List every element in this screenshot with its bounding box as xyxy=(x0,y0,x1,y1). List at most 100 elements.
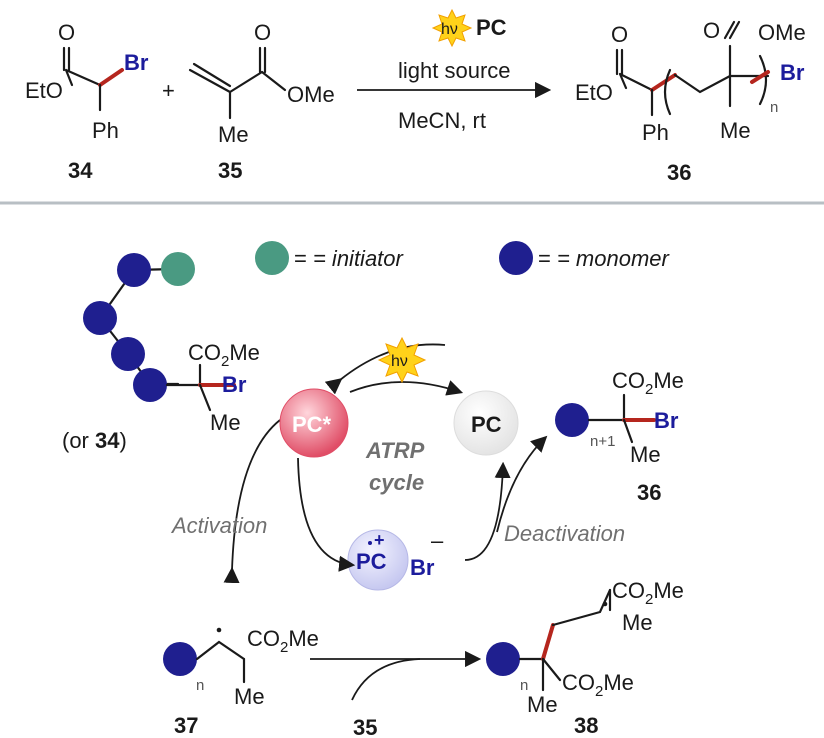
monomer-legend-label: = = monomer xyxy=(538,246,671,271)
light-label: hν xyxy=(441,21,458,38)
chain-links xyxy=(98,267,180,386)
radical38-methyl-top: Me xyxy=(622,610,653,635)
deactivation-arrow xyxy=(464,461,511,561)
product-carbonyl-o-right: O xyxy=(703,18,720,43)
monomer-bead xyxy=(486,642,520,676)
reactant2-chain xyxy=(228,70,264,120)
radical-dot xyxy=(368,541,372,545)
atrp-cycle: hν PC* PC ATRP cycle PC + Br – Activatio… xyxy=(170,336,625,591)
light-sun-icon xyxy=(431,8,473,48)
reactant1-bromine: Br xyxy=(124,50,149,75)
monomer-addition-curve xyxy=(351,658,421,701)
reactant-34: EtO O Br Ph 34 xyxy=(25,20,149,183)
pc-ground-node xyxy=(453,390,519,456)
new-carbon-bond xyxy=(541,623,555,661)
lower-ester-bond xyxy=(541,657,562,682)
legend: = = initiator = = monomer xyxy=(255,241,671,275)
product-36-chain: CO2Me Br Me n+1 36 xyxy=(555,368,684,505)
monomer-bead xyxy=(555,403,589,437)
reactant2-carbonyl-bond xyxy=(258,46,267,74)
deactivation-label: Deactivation xyxy=(504,521,625,546)
radical-repeat-label: n xyxy=(196,677,204,694)
plus-sign: + xyxy=(162,78,175,103)
product-carbonyl-bond-right xyxy=(723,20,741,40)
product-repeat-label: n+1 xyxy=(590,433,615,450)
compound-number-38: 38 xyxy=(574,713,598,738)
monomer-bead xyxy=(133,368,167,402)
monomer-bead xyxy=(83,301,117,335)
pc-excited-node xyxy=(279,388,349,458)
product-methoxy: OMe xyxy=(758,20,806,45)
reactant1-carbonyl-bond xyxy=(62,46,71,72)
pc-ground-label: PC xyxy=(471,412,502,437)
product-bracket-left xyxy=(663,68,672,116)
activation-label: Activation xyxy=(170,513,267,538)
hv-sun-icon xyxy=(377,336,427,384)
initiator-swatch xyxy=(255,241,289,275)
dormant-polymer-chain: CO2Me Br Me (or 34) xyxy=(62,252,260,453)
reactant2-methyl: Me xyxy=(218,122,249,147)
product-new-bond xyxy=(650,73,677,92)
compound-number-34: 34 xyxy=(68,158,93,183)
reactant-35: O OMe Me 35 xyxy=(188,20,335,183)
product-bracket-right xyxy=(758,54,768,106)
compound-number-36: 36 xyxy=(637,480,661,505)
radical-38: CO2Me Me CO2Me Me n 38 xyxy=(486,578,684,738)
condition-solvent: MeCN, rt xyxy=(398,108,486,133)
reactant1-chain xyxy=(64,68,102,87)
product-carbonyl-bond-left xyxy=(615,48,624,76)
radical-ester: CO2Me xyxy=(247,626,319,656)
radical38-ester-top: CO2Me xyxy=(612,578,684,608)
radical-dot xyxy=(602,601,608,607)
product-backbone xyxy=(673,73,770,94)
product-bromine: Br xyxy=(780,60,805,85)
compound-number-37: 37 xyxy=(174,713,198,738)
cycle-title-line1: ATRP xyxy=(365,438,425,463)
reactant2-methoxy: OMe xyxy=(287,82,335,107)
radical-methyl: Me xyxy=(234,684,265,709)
cycle-arc-right xyxy=(496,435,548,533)
product-methyl: Me xyxy=(720,118,751,143)
reactant2-carbonyl-o: O xyxy=(254,20,271,45)
initiator-bead xyxy=(161,252,195,286)
reactant2-vinyl-bond xyxy=(188,62,232,94)
product-ethoxy: EtO xyxy=(575,80,613,105)
upper-chain xyxy=(551,588,612,627)
compound-number-35-bottom: 35 xyxy=(353,715,377,738)
radical-37: CO2Me Me n 37 xyxy=(163,626,319,738)
bromide-label: Br xyxy=(410,555,435,580)
product-carbonyl-o-left: O xyxy=(611,22,628,47)
product-chain-left xyxy=(618,72,654,92)
product-cbr-bond xyxy=(750,70,770,84)
dormant-alternative-label: (or 34) xyxy=(62,428,127,453)
reactant1-cbr-bond xyxy=(98,68,124,87)
monomer-bead xyxy=(163,642,197,676)
reactant1-carbonyl-o: O xyxy=(58,20,75,45)
dormant-methyl: Me xyxy=(210,410,241,435)
radical-cation-charge: + xyxy=(374,530,385,550)
cycle-arc-left xyxy=(223,419,281,584)
product-36: EtO O Ph n O OMe Br Me 36 xyxy=(575,18,806,185)
initiator-legend-label: = = initiator xyxy=(294,246,405,271)
radical38-methyl-bottom: Me xyxy=(527,692,558,717)
radical-dot xyxy=(216,627,222,633)
monomer-bead xyxy=(117,253,151,287)
reactant1-phenyl: Ph xyxy=(92,118,119,143)
radical-chain xyxy=(195,640,246,661)
product-bromine-right: Br xyxy=(654,408,679,433)
photocatalyst-label: PC xyxy=(476,15,507,40)
monomer-bead xyxy=(111,337,145,371)
product-ester: CO2Me xyxy=(612,368,684,398)
pc-excited-label: PC* xyxy=(292,412,332,437)
cycle-title-line2: cycle xyxy=(369,470,424,495)
activation-arrow xyxy=(297,457,356,572)
reaction-arrow: hν PC light source MeCN, rt xyxy=(357,8,552,133)
radical38-repeat-label: n xyxy=(520,677,528,694)
excitation-arrow-lower xyxy=(349,380,464,396)
radical38-ester-bottom: CO2Me xyxy=(562,670,634,700)
compound-number-35: 35 xyxy=(218,158,242,183)
product-repeat-n: n xyxy=(770,99,778,116)
condition-light-source: light source xyxy=(398,58,511,83)
